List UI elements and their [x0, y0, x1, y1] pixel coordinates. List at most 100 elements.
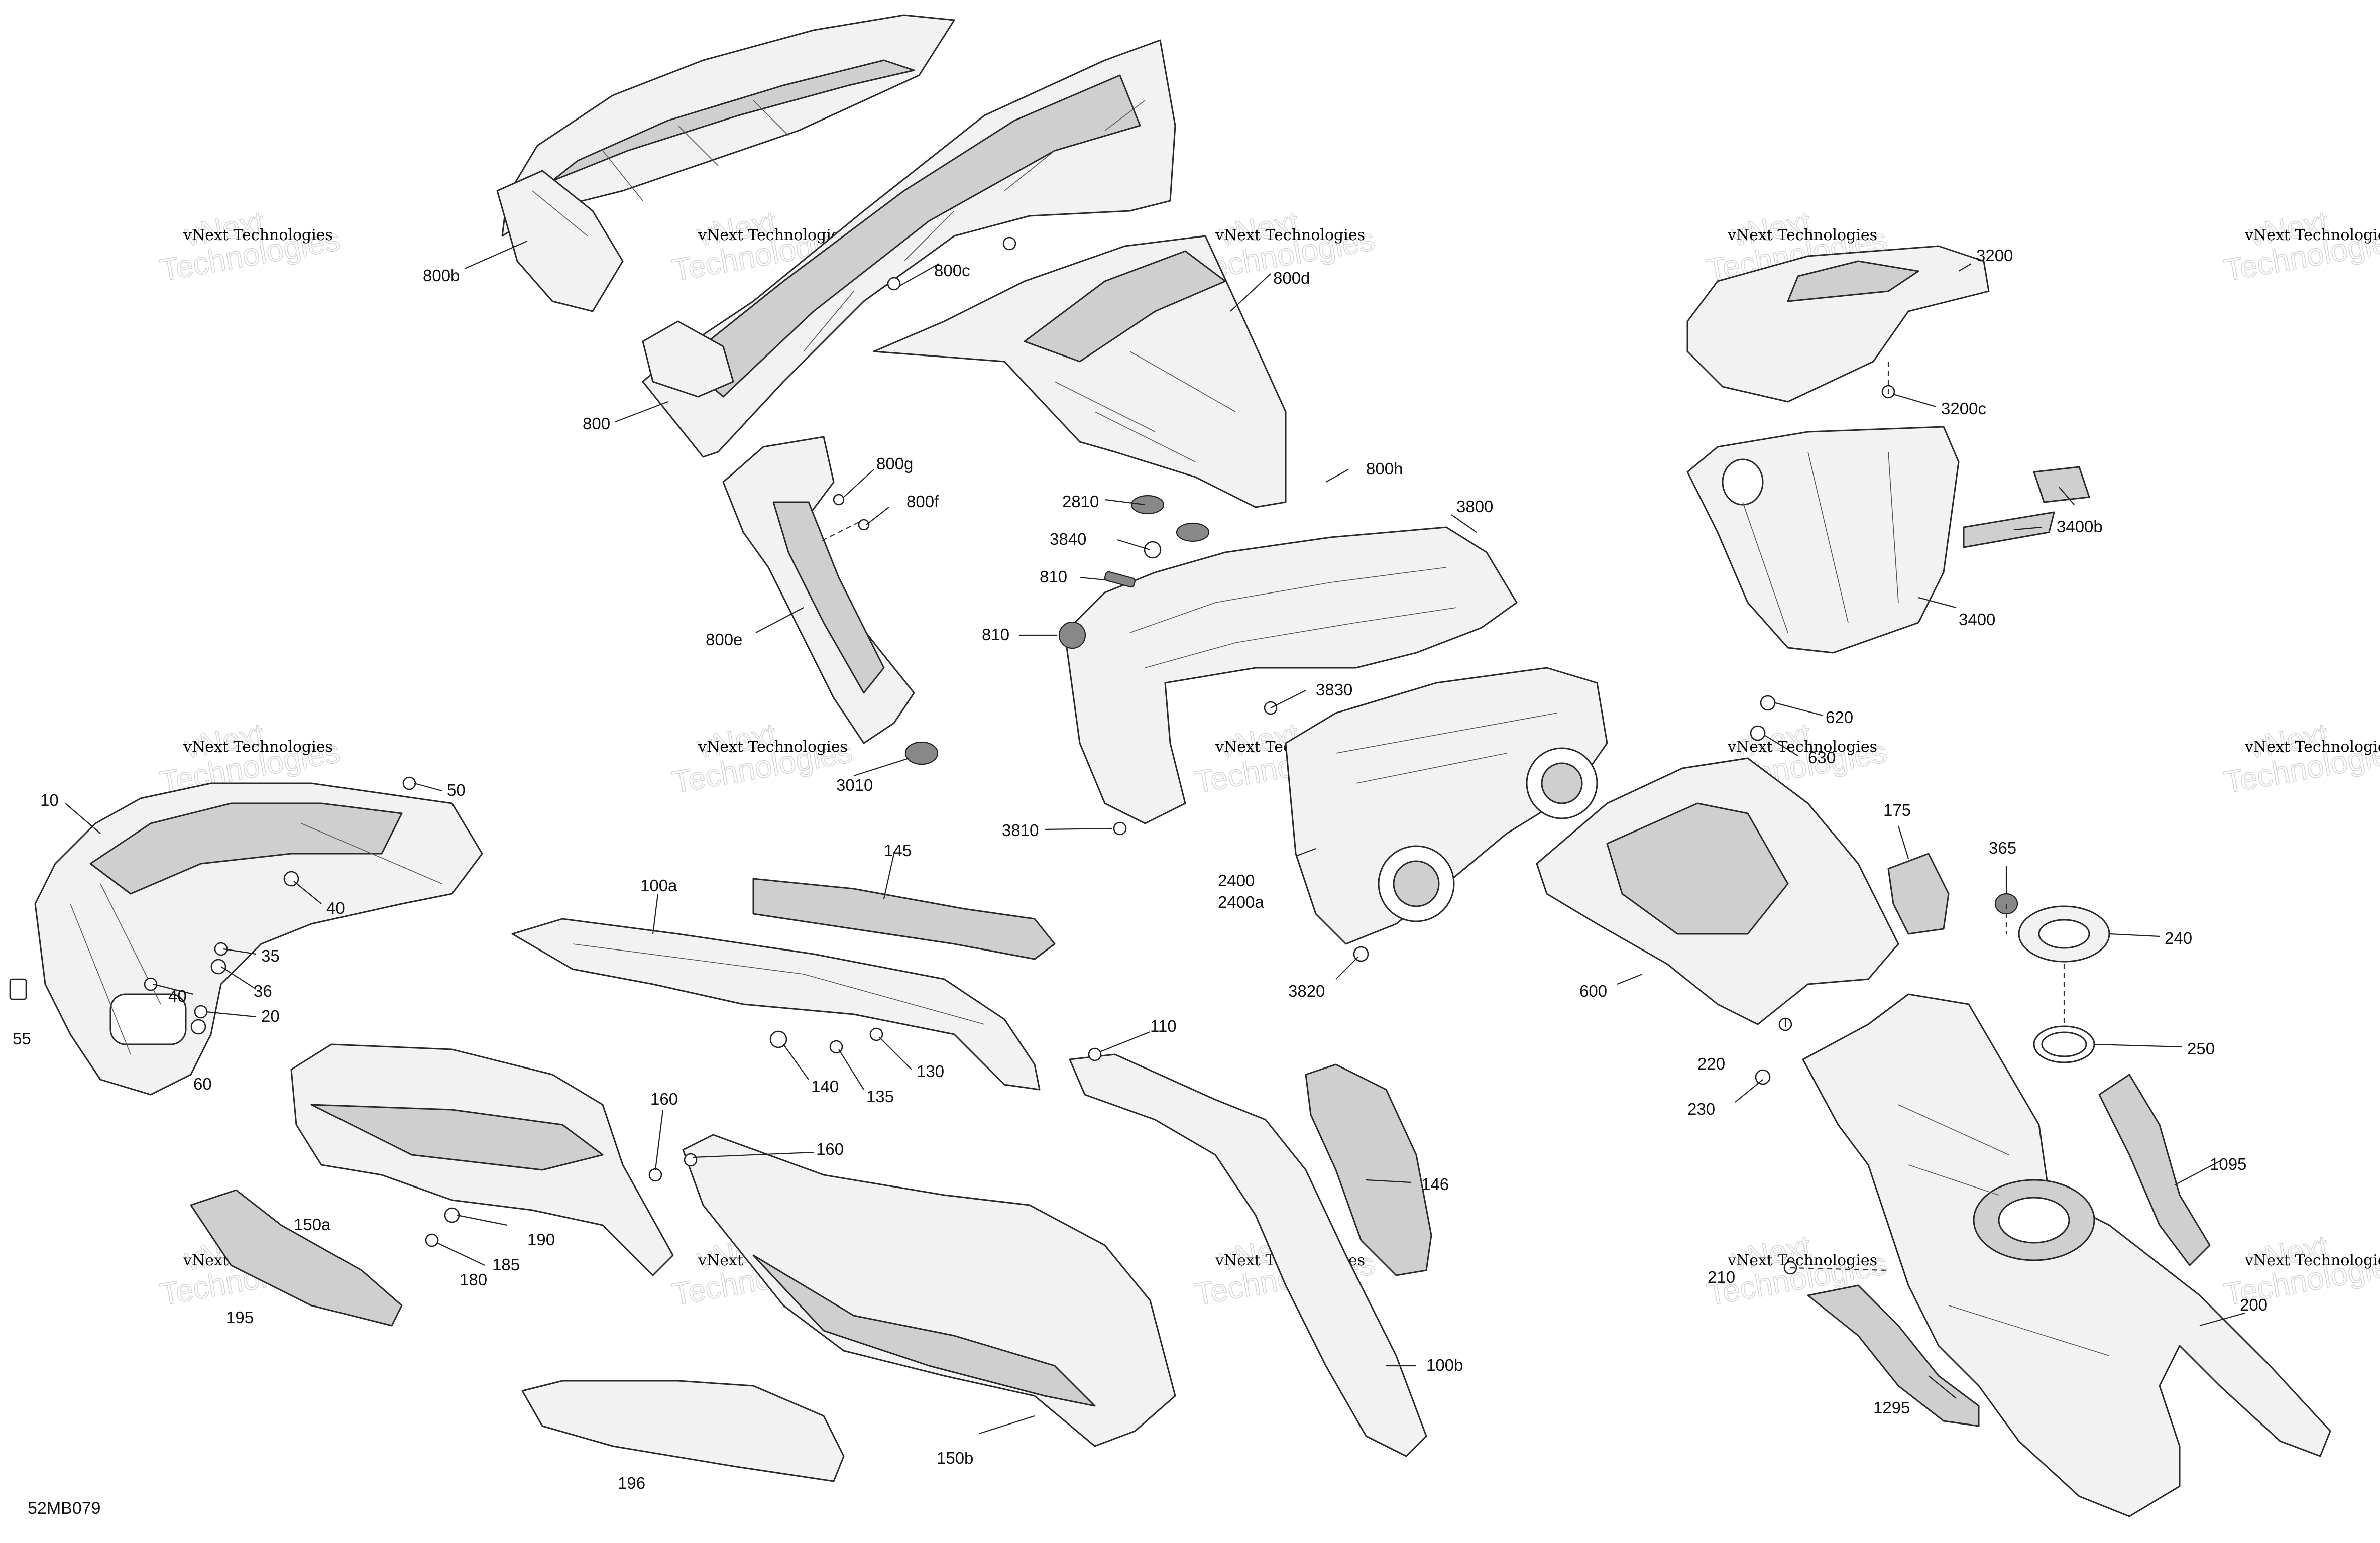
watermark-small: vNext Technologies [1727, 226, 1877, 244]
part-label-3010: 3010 [836, 776, 873, 794]
part-800b-upper-cowl [496, 14, 955, 312]
part-2400-headlight [1285, 667, 1608, 945]
part-label-250: 250 [2187, 1039, 2215, 1058]
watermark-tile: vNext Technologies [1192, 205, 1378, 289]
part-label-190: 190 [527, 1230, 555, 1249]
part-label-2810: 2810 [1062, 492, 1099, 511]
part-label-810-left: 810 [982, 625, 1009, 644]
part-label-3400b: 3400b [2057, 517, 2103, 536]
part-label-1095: 1095 [2210, 1155, 2246, 1173]
part-label-800f: 800f [906, 492, 939, 511]
part-label-100b: 100b [1426, 1356, 1463, 1374]
part-100b-rail [1069, 1053, 1427, 1457]
part-label-60: 60 [193, 1075, 212, 1093]
part-label-185: 185 [492, 1255, 520, 1274]
part-label-800g: 800g [876, 454, 913, 473]
watermark-small: vNext Technologies [183, 738, 333, 756]
part-240-fuel-ring [2018, 905, 2110, 963]
part-label-3800: 3800 [1456, 497, 1493, 516]
part-label-40-bottom: 40 [168, 987, 187, 1005]
part-labels: 800b 800c 800d 800 800g 800f 800e 800h 2… [13, 246, 2268, 1492]
part-150a-panel [290, 1043, 674, 1276]
part-label-20: 20 [261, 1007, 280, 1025]
part-label-3200c: 3200c [1941, 399, 1986, 418]
part-1295-strip [1807, 1284, 1980, 1427]
watermark-small-layer: vNext Technologies vNext Technologies vN… [183, 226, 2380, 1269]
watermark-small: vNext Technologies [2244, 1252, 2380, 1269]
part-label-175: 175 [1883, 801, 1911, 819]
part-label-180: 180 [460, 1270, 487, 1289]
part-label-1295: 1295 [1873, 1398, 1910, 1417]
part-3800-front-frame [1064, 526, 1518, 824]
part-150b-panel [682, 1134, 1176, 1447]
part-label-135: 135 [866, 1087, 894, 1106]
part-800-side-panel [642, 39, 1176, 458]
part-label-3400: 3400 [1959, 610, 1995, 629]
part-label-3830: 3830 [1316, 680, 1352, 699]
part-label-100a: 100a [640, 876, 677, 895]
watermark-small: vNext Technologies [1215, 226, 1365, 244]
part-label-146: 146 [1421, 1175, 1449, 1194]
diagram-code: 52MB079 [28, 1499, 101, 1518]
part-label-800: 800 [583, 414, 610, 433]
watermark-small: vNext Technologies [1727, 1252, 1877, 1269]
part-label-800b: 800b [423, 266, 460, 285]
part-196-strip [521, 1380, 845, 1482]
part-label-3840: 3840 [1050, 530, 1086, 548]
part-label-140: 140 [811, 1077, 839, 1096]
part-label-196: 196 [618, 1474, 645, 1492]
watermark-small: vNext Technologies [2244, 226, 2380, 244]
part-label-240: 240 [2165, 929, 2192, 947]
part-label-800d: 800d [1273, 269, 1310, 287]
part-label-35: 35 [261, 946, 280, 965]
part-label-800e: 800e [706, 630, 742, 649]
assembly-dashes [818, 362, 2065, 1271]
part-label-200: 200 [2240, 1295, 2268, 1314]
watermark-small: vNext Technologies [698, 738, 848, 756]
part-800e-side-strip [722, 436, 915, 744]
part-3400b-strips [1963, 466, 2090, 548]
part-label-3810: 3810 [1002, 821, 1039, 840]
part-label-220: 220 [1697, 1054, 1725, 1073]
part-195-strip [190, 1189, 403, 1327]
part-label-2400: 2400 [1218, 871, 1255, 890]
part-600-inner-panel [1536, 757, 1899, 1025]
part-label-2400a: 2400a [1218, 893, 1264, 911]
part-label-365: 365 [1989, 839, 2016, 857]
part-label-810-top: 810 [1040, 567, 1067, 586]
part-1095-strip [2098, 1074, 2211, 1266]
part-label-630: 630 [1808, 748, 1836, 767]
part-label-3820: 3820 [1288, 982, 1325, 1000]
part-100a-rail [511, 918, 1041, 1091]
part-250-oring [2033, 1025, 2095, 1063]
part-label-36: 36 [254, 982, 272, 1000]
part-3400-bin [1686, 426, 1960, 654]
part-label-195: 195 [226, 1308, 254, 1327]
part-label-40-top: 40 [326, 899, 345, 917]
part-label-55: 55 [13, 1029, 31, 1048]
part-label-210: 210 [1708, 1268, 1735, 1286]
part-label-620: 620 [1826, 708, 1853, 727]
part-800d-front-panel [873, 235, 1287, 508]
part-145-strip [752, 878, 1056, 960]
watermark-small: vNext Technologies [183, 226, 333, 244]
part-200-fuel-tank-frame [1802, 993, 2331, 1517]
part-label-150b: 150b [937, 1449, 973, 1467]
part-3200-lid [1686, 245, 1990, 403]
part-label-160-right: 160 [816, 1140, 844, 1158]
part-label-150a: 150a [294, 1215, 331, 1234]
part-label-50: 50 [447, 781, 466, 799]
part-label-800h: 800h [1366, 459, 1403, 478]
part-label-10: 10 [40, 791, 59, 809]
part-146-cover [1305, 1063, 1432, 1276]
part-175-clip [1887, 853, 1950, 935]
part-10-tail-module [34, 782, 483, 1096]
part-label-230: 230 [1687, 1100, 1715, 1118]
watermark-small: vNext Technologies [698, 226, 848, 244]
leader-lines [65, 240, 2245, 1435]
watermark-small: vNext Technologies [1727, 738, 1877, 756]
watermark-small: vNext Technologies [2244, 738, 2380, 756]
part-label-130: 130 [917, 1062, 944, 1081]
part-label-800c: 800c [934, 261, 970, 280]
